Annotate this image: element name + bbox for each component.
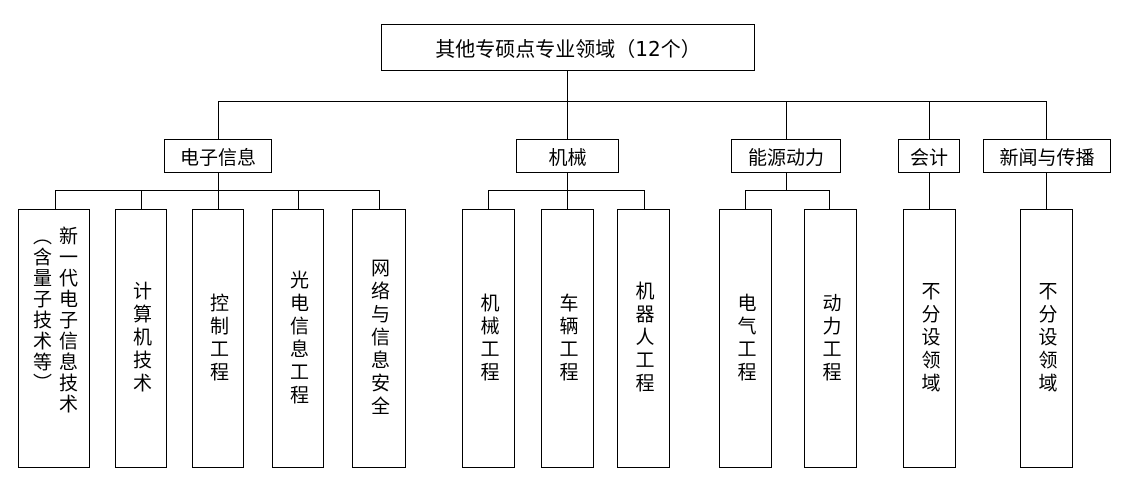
root-bus (218, 101, 1046, 102)
connector (379, 190, 380, 209)
category-dianzixinxi: 电子信息 (164, 139, 272, 173)
leaf-label: 计算机技术 (130, 281, 152, 396)
connector (141, 190, 142, 209)
category-label: 能源动力 (747, 146, 824, 169)
category-kuaiji: 会计 (898, 139, 960, 173)
leaf-label: 不分设领域 (918, 281, 941, 396)
root-label: 其他专硕点专业领域（12个） (435, 37, 701, 61)
leaf-label: 机械工程 (477, 292, 500, 385)
leaf-label: 不分设领域 (1035, 281, 1058, 396)
connector (218, 173, 219, 191)
leaf-label: 电气工程 (734, 292, 757, 385)
branch-bus (488, 190, 644, 191)
connector (745, 190, 746, 209)
connector (488, 190, 489, 209)
leaf-label: 新一代电子信息技术（含量子技术等） (30, 226, 78, 415)
connector (298, 190, 299, 209)
leaf-node: 电气工程 (719, 209, 772, 468)
category-label: 会计 (909, 146, 948, 169)
leaf-label: 动力工程 (819, 292, 842, 385)
leaf-node: 控制工程 (192, 209, 244, 468)
leaf-node: 不分设领域 (903, 209, 956, 468)
category-nengyuandongli: 能源动力 (731, 139, 841, 173)
leaf-label: 机器人工程 (632, 281, 655, 396)
connector (567, 190, 568, 209)
category-xinwenyuchuanbo: 新闻与传播 (983, 139, 1111, 173)
connector (567, 173, 568, 191)
cat-connector-5 (1046, 101, 1047, 139)
root-node: 其他专硕点专业领域（12个） (381, 24, 755, 71)
leaf-label: 车辆工程 (556, 292, 579, 385)
connector (786, 173, 787, 191)
leaf-node: 计算机技术 (115, 209, 167, 468)
branch-bus (55, 190, 379, 191)
cat-connector-2 (567, 101, 568, 139)
category-label: 机械 (548, 146, 587, 169)
cat-connector-3 (786, 101, 787, 139)
leaf-node: 新一代电子信息技术（含量子技术等） (18, 209, 90, 468)
connector (55, 190, 56, 209)
category-label: 新闻与传播 (999, 146, 1095, 169)
leaf-node: 不分设领域 (1020, 209, 1073, 468)
leaf-label: 光电信息工程 (287, 269, 309, 408)
leaf-label: 网络与信息安全 (368, 258, 390, 419)
leaf-node: 机器人工程 (617, 209, 670, 468)
connector (1046, 173, 1047, 209)
leaf-node: 机械工程 (462, 209, 515, 468)
connector (829, 190, 830, 209)
connector (644, 190, 645, 209)
leaf-node: 网络与信息安全 (352, 209, 406, 468)
connector (929, 173, 930, 209)
category-label: 电子信息 (179, 146, 256, 169)
leaf-node: 动力工程 (804, 209, 857, 468)
branch-bus (745, 190, 830, 191)
leaf-node: 光电信息工程 (272, 209, 324, 468)
cat-connector-1 (218, 101, 219, 139)
root-connector (567, 71, 568, 102)
cat-connector-4 (929, 101, 930, 139)
leaf-node: 车辆工程 (541, 209, 594, 468)
category-jixie: 机械 (516, 139, 619, 173)
leaf-label: 控制工程 (207, 292, 229, 385)
connector (218, 190, 219, 209)
